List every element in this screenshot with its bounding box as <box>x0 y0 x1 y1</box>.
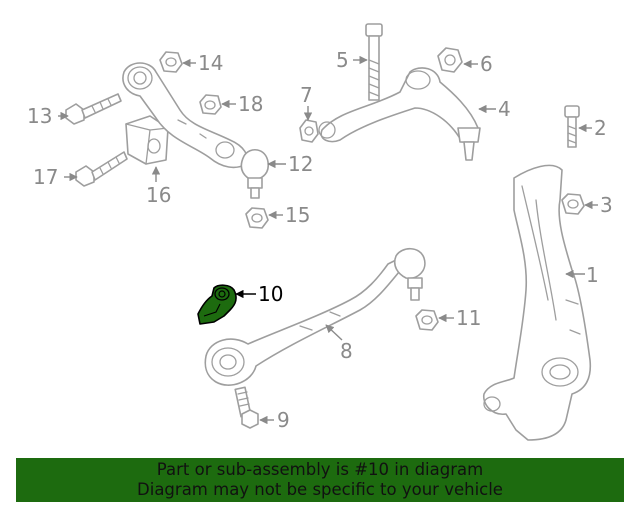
part-13-bolt <box>65 93 122 125</box>
part-5-bolt <box>365 23 383 101</box>
callout-2: 2 <box>594 116 607 140</box>
callout-1: 1 <box>586 263 599 287</box>
callout-11: 11 <box>456 306 481 330</box>
part-11-nut <box>415 309 439 331</box>
leader-lines <box>58 55 598 425</box>
callout-10: 10 <box>258 282 283 306</box>
callout-17: 17 <box>33 165 58 189</box>
part-8-lower-control-arm <box>204 247 426 386</box>
part-6-nut <box>437 47 463 73</box>
part-12-lower-arm <box>122 62 269 199</box>
callout-14: 14 <box>198 51 223 75</box>
part-3-nut <box>561 193 585 215</box>
callout-3: 3 <box>600 193 613 217</box>
part-2-bolt <box>564 105 580 148</box>
parts-diagram: 1 2 3 4 5 6 7 8 9 10 11 12 13 14 15 16 1… <box>27 23 613 441</box>
part-1-knuckle <box>482 164 592 441</box>
part-17-bolt <box>75 151 128 187</box>
part-9-bolt <box>234 386 259 429</box>
part-15-nut <box>245 207 269 229</box>
part-18-nut <box>199 94 222 115</box>
info-banner: Part or sub-assembly is #10 in diagram D… <box>16 458 624 502</box>
callout-12: 12 <box>288 152 313 176</box>
callout-8: 8 <box>340 339 353 363</box>
part-16-bushing <box>125 115 169 165</box>
part-14-nut <box>159 51 183 73</box>
callout-16: 16 <box>146 183 171 207</box>
callout-15: 15 <box>285 203 310 227</box>
callout-7: 7 <box>300 83 313 107</box>
callout-13: 13 <box>27 104 52 128</box>
callout-9: 9 <box>277 408 290 432</box>
part-4-upper-control-arm <box>318 67 481 161</box>
callout-18: 18 <box>238 92 263 116</box>
callout-6: 6 <box>480 52 493 76</box>
part-7-nut <box>299 119 319 143</box>
part-10-bracket-highlighted <box>197 284 237 325</box>
callout-5: 5 <box>336 48 349 72</box>
callout-4: 4 <box>498 97 511 121</box>
banner-line-2: Diagram may not be specific to your vehi… <box>137 480 503 499</box>
banner-line-1: Part or sub-assembly is #10 in diagram <box>156 460 484 479</box>
